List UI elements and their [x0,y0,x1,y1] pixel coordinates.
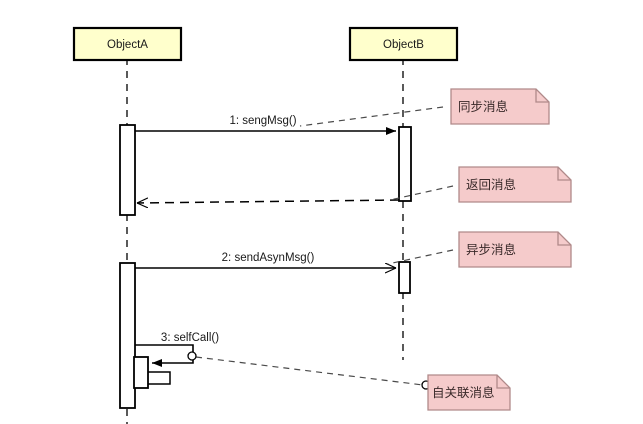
activation-bar-objectA-2[interactable] [119,262,136,409]
note-async-label: 异步消息 [466,242,516,257]
note-self-anchor-source [187,351,197,361]
note-self[interactable]: 自关联消息 [427,374,511,411]
activation-bar-objectA-1[interactable] [119,124,136,216]
activation-bar-objectB-1[interactable] [398,126,412,202]
lifeline-objectA[interactable]: ObjectA [72,26,183,424]
message-selfCall-nested-return [148,371,171,385]
message-return-1[interactable] [137,200,400,203]
lifeline-objectA-label: ObjectA [107,39,148,51]
message-sendAsynMsg-label: 2: sendAsynMsg() [222,252,315,264]
note-return-fold [557,167,571,181]
note-self-fold [496,375,510,389]
message-sendAsynMsg[interactable]: 2: sendAsynMsg() [135,252,396,268]
message-selfCall-label: 3: selfCall() [161,332,219,344]
message-return-1-arrow [137,200,400,203]
note-async-fold [557,232,571,246]
lifeline-objectA-header[interactable] [72,26,183,62]
note-async-connector [387,249,454,265]
activation-bar-objectB-2[interactable] [398,261,411,294]
note-async[interactable]: 异步消息 [458,231,572,268]
note-sync-label: 同步消息 [458,99,508,114]
note-return-box [458,166,572,203]
note-sync-fold [535,89,549,103]
note-return-label: 返回消息 [466,177,516,192]
note-sync-box [450,88,550,125]
message-sengMsg[interactable]: 1: sengMsg() [135,115,396,135]
note-sync-connector [299,106,444,127]
note-self-label: 自关联消息 [432,385,495,400]
note-self-connector [195,356,424,386]
message-sengMsg-label: 1: sengMsg() [229,115,296,127]
note-async-box [458,231,572,268]
activation-bar-objectA-3-nested[interactable] [133,356,149,389]
note-self-box [427,374,511,411]
lifeline-objectB[interactable]: ObjectB [348,26,459,360]
lifeline-objectB-header[interactable] [348,26,459,62]
note-return[interactable]: 返回消息 [458,166,572,203]
lifeline-objectB-label: ObjectB [383,39,424,51]
note-sync[interactable]: 同步消息 [450,88,550,125]
